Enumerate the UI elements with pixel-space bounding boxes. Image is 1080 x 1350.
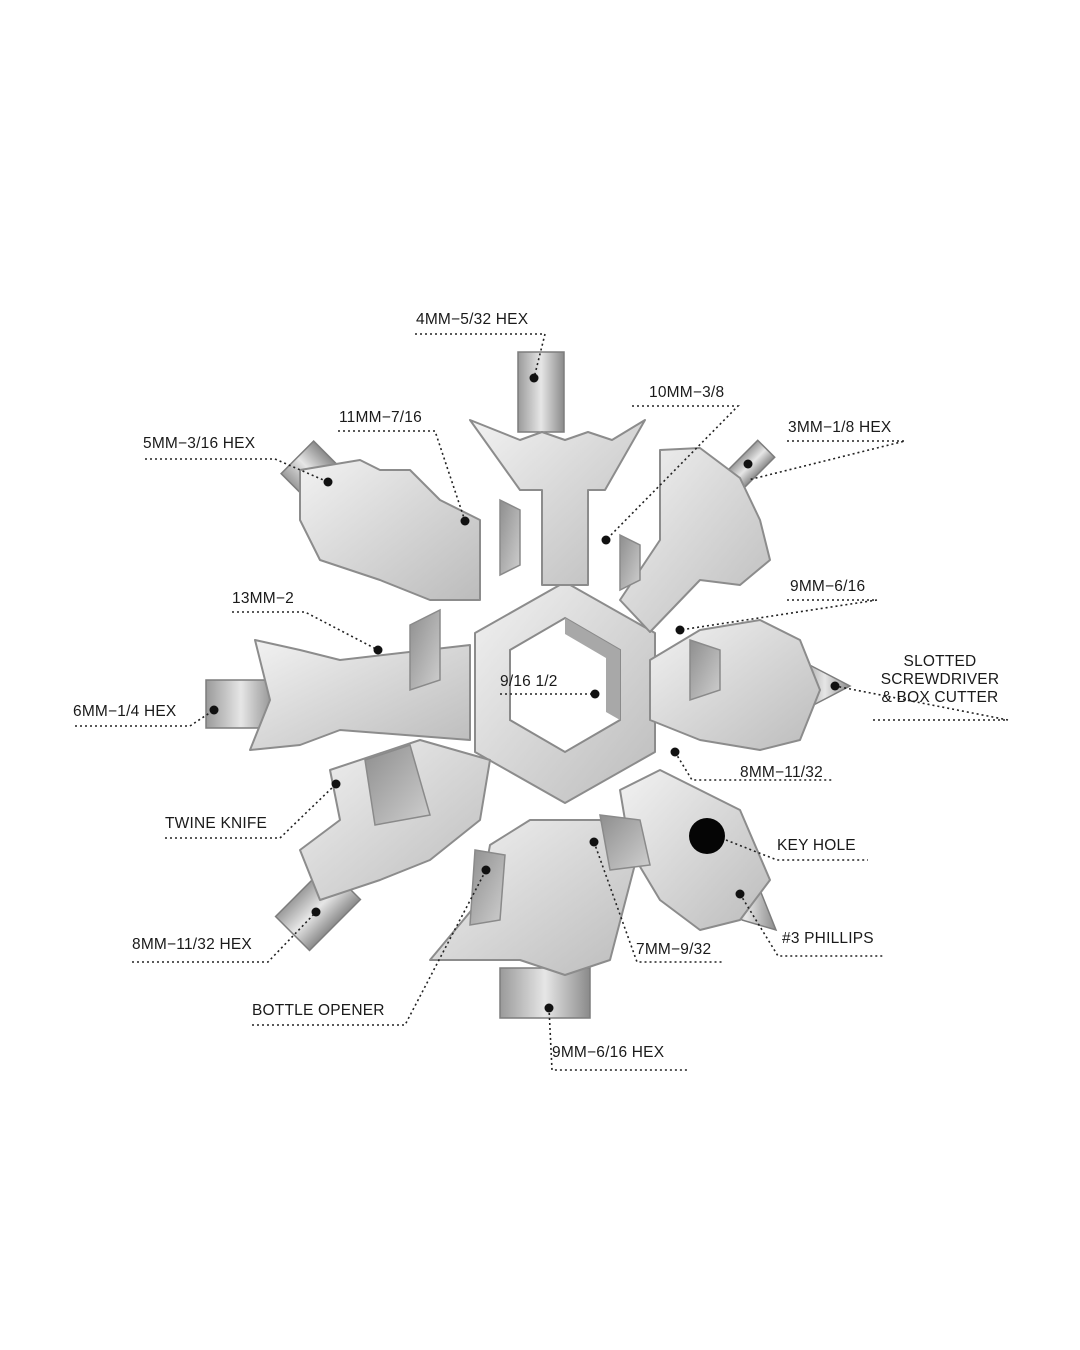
label-slotted-line1: SLOTTED (903, 653, 977, 670)
label-phillips: #3 PHILLIPS (782, 930, 874, 947)
label-bottle-opener: BOTTLE OPENER (252, 1002, 385, 1019)
label-wrench-8mm: 8MM−11/32 (740, 764, 823, 781)
snowflake-body (249, 419, 821, 976)
label-slotted-screwdriver: SLOTTED SCREWDRIVER & BOX CUTTER (869, 653, 1011, 707)
leader-lines (75, 333, 1009, 1071)
dot-twine-knife (331, 779, 341, 789)
label-hex-9mm: 9MM−6/16 HEX (552, 1044, 665, 1061)
dot-hex-6mm (209, 705, 219, 715)
label-center-hex: 9/16 1/2 (500, 673, 558, 690)
key-hole (689, 818, 725, 854)
label-hex-6mm: 6MM−1/4 HEX (73, 703, 177, 720)
label-wrench-13mm: 13MM−2 (232, 590, 294, 607)
dot-hex-5mm (323, 477, 333, 487)
dot-hex-8mm (311, 907, 321, 917)
label-hex-4mm: 4MM−5/32 HEX (416, 311, 529, 328)
hex-bit-top (517, 351, 565, 433)
label-hex-5mm: 5MM−3/16 HEX (143, 435, 256, 452)
wrench-cutouts (364, 498, 721, 926)
label-wrench-10mm: 10MM−3/8 (649, 384, 725, 401)
dot-wrench-9mm (675, 625, 685, 635)
anchor-dots (209, 373, 840, 1013)
label-slotted-line3: & BOX CUTTER (881, 689, 999, 706)
label-hex-3mm: 3MM−1/8 HEX (788, 419, 892, 436)
label-wrench-9mm: 9MM−6/16 (790, 578, 866, 595)
dot-hex-9mm (544, 1003, 554, 1013)
hex-bit-bottom (499, 967, 591, 1019)
label-hex-8mm: 8MM−11/32 HEX (132, 936, 252, 953)
dot-hex-4mm (529, 373, 539, 383)
center-hex-hole (509, 616, 621, 754)
dot-slotted (830, 681, 840, 691)
dot-center (590, 689, 600, 699)
dot-phillips (735, 889, 745, 899)
label-key-hole: KEY HOLE (777, 837, 856, 854)
dot-hex-3mm (743, 459, 753, 469)
dot-wrench-11mm (460, 516, 470, 526)
label-wrench-11mm: 11MM−7/16 (339, 409, 422, 426)
dot-bottle-opener (481, 865, 491, 875)
label-wrench-7mm: 7MM−9/32 (636, 941, 712, 958)
dot-wrench-13mm (373, 645, 383, 655)
label-slotted-line2: SCREWDRIVER (880, 671, 1000, 688)
dot-wrench-10mm (601, 535, 611, 545)
label-twine-knife: TWINE KNIFE (165, 815, 268, 832)
dot-wrench-7mm (589, 837, 599, 847)
dot-wrench-8mm (670, 747, 680, 757)
